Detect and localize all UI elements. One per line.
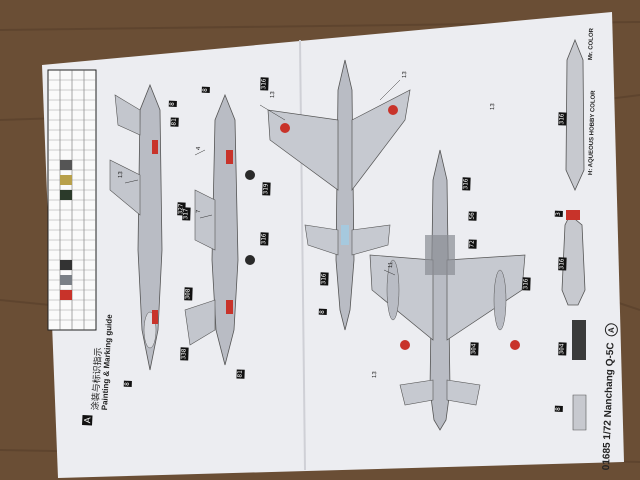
color-code-chip: 8: [168, 101, 177, 107]
color-code-chip: 316: [320, 272, 329, 286]
color-code-chip: 319: [262, 182, 271, 196]
aircraft-top-view: [267, 59, 411, 331]
color-code-chip: 308: [184, 287, 193, 301]
callout-number: 4: [196, 146, 203, 151]
color-legend-mr: Mr. COLOR: [588, 28, 596, 61]
callout-number: 11: [388, 261, 395, 269]
callout-number: 13: [118, 171, 125, 179]
color-code-chip: 316: [558, 257, 567, 271]
color-code-chip: 81: [236, 369, 245, 379]
callout-number: 13: [402, 71, 409, 79]
callout-number: 13: [490, 103, 497, 111]
callout-number: 7: [196, 209, 203, 214]
aircraft-side-view-1: [109, 83, 163, 371]
callout-number: 13: [372, 371, 379, 379]
color-code-chip: 316: [462, 177, 471, 191]
color-code-chip: 72: [468, 239, 477, 249]
color-code-chip: 338: [180, 347, 189, 361]
color-code-chip: 316: [522, 277, 531, 291]
color-code-chip: 316: [260, 232, 269, 246]
color-code-chip: 8: [201, 87, 210, 93]
variant-badge: A: [604, 323, 619, 337]
color-code-chip: 81: [170, 117, 179, 127]
aircraft-bottom-view: [369, 149, 526, 431]
callout-number: 13: [270, 91, 277, 99]
aircraft-side-view-2: [184, 93, 255, 366]
color-code-chip: 3: [554, 211, 563, 217]
color-code-chip: 8: [554, 406, 563, 412]
section-badge: A: [82, 414, 93, 426]
color-code-chip: 56: [468, 211, 477, 221]
color-code-chip: 304: [558, 342, 567, 356]
color-code-chip: 304: [470, 342, 479, 356]
color-code-chip: 316: [260, 77, 269, 91]
color-code-chip: 316: [558, 112, 567, 126]
paint-table: [47, 69, 97, 331]
color-code-chip: 8: [318, 309, 327, 315]
color-code-chip: 317: [182, 207, 191, 221]
external-stores: [561, 38, 587, 431]
color-code-chip: 8: [123, 381, 132, 387]
